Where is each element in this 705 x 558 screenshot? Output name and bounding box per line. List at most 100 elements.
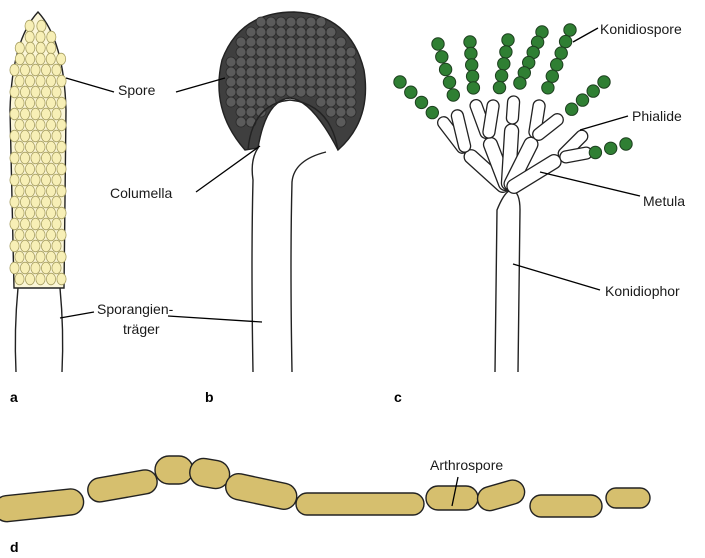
spore-b	[246, 57, 256, 67]
spore-a	[10, 196, 19, 208]
konidiospore	[405, 86, 417, 98]
spore-b	[346, 57, 356, 67]
konidiospore	[514, 77, 526, 89]
konidiospore	[447, 89, 459, 101]
spore-b	[236, 37, 246, 47]
spore-a	[15, 53, 24, 65]
spore-a	[36, 185, 45, 197]
spore-b	[306, 87, 316, 97]
spore-a	[10, 218, 19, 230]
spore-b	[266, 47, 276, 57]
konidiospore	[555, 47, 567, 59]
konidiospore	[589, 146, 601, 158]
spore-b	[326, 107, 336, 117]
konidiospore	[576, 94, 588, 106]
konidiospore	[587, 85, 599, 97]
spore-b	[306, 47, 316, 57]
spore-b	[256, 57, 266, 67]
spore-b	[306, 17, 316, 27]
spore-a	[20, 86, 29, 98]
spore-b	[266, 57, 276, 67]
spore-b	[316, 47, 326, 57]
spore-b	[336, 87, 346, 97]
spore-b	[286, 17, 296, 27]
spore-a	[46, 53, 55, 65]
spore-b	[346, 67, 356, 77]
spore-b	[256, 47, 266, 57]
spore-b	[256, 27, 266, 37]
spore-a	[36, 207, 45, 219]
spore-b	[316, 27, 326, 37]
spore-a	[10, 262, 19, 274]
konidiospore	[465, 47, 477, 59]
spore-a	[20, 262, 29, 274]
spore-a	[31, 240, 40, 252]
spore-a	[10, 152, 19, 164]
panel-letter-d: d	[10, 539, 19, 555]
konidiospore	[432, 38, 444, 50]
panel-d-arthrospores	[0, 456, 650, 523]
spore-a	[36, 75, 45, 87]
spore-b	[256, 77, 266, 87]
spore-b	[296, 37, 306, 47]
spore-b	[306, 77, 316, 87]
spore-a	[31, 218, 40, 230]
spore-b	[256, 37, 266, 47]
spore-a	[20, 174, 29, 186]
spore-b	[266, 17, 276, 27]
spore-a	[25, 251, 34, 263]
spore-b	[336, 77, 346, 87]
spore-a	[36, 42, 45, 54]
spore-b	[346, 77, 356, 87]
spore-b	[236, 97, 246, 107]
spore-a	[15, 119, 24, 131]
spore-a	[10, 130, 19, 142]
leader-spore-a	[66, 78, 114, 92]
spore-b	[296, 57, 306, 67]
panel-b-columella	[219, 12, 366, 372]
arthrospore	[86, 468, 159, 504]
spore-b	[276, 17, 286, 27]
spore-a	[25, 119, 34, 131]
spore-b	[336, 67, 346, 77]
spore-a	[41, 262, 50, 274]
spore-b	[246, 47, 256, 57]
spore-b	[316, 87, 326, 97]
spore-b	[326, 77, 336, 87]
spore-b	[286, 57, 296, 67]
spore-b	[296, 87, 306, 97]
konidiospore	[502, 34, 514, 46]
konidiospore	[493, 81, 505, 93]
spore-a	[47, 31, 56, 43]
spore-a	[15, 273, 24, 285]
spore-b	[266, 27, 276, 37]
spore-a	[41, 130, 50, 142]
arthrospore	[296, 493, 424, 515]
konidiospore	[498, 58, 510, 70]
spore-b	[276, 47, 286, 57]
konidiospore	[426, 106, 438, 118]
spore-a	[46, 141, 55, 153]
spore-a	[36, 251, 45, 263]
label-arthrospore: Arthrospore	[430, 457, 503, 473]
spore-a	[57, 207, 66, 219]
spore-b	[316, 57, 326, 67]
spore-b	[336, 117, 346, 127]
spore-a	[10, 174, 19, 186]
phialide	[506, 96, 520, 125]
spore-a	[25, 31, 34, 43]
spore-b	[296, 47, 306, 57]
spore-b	[316, 97, 326, 107]
spore-a	[31, 86, 40, 98]
konidiophore-stalk	[495, 190, 520, 372]
konidiospore	[439, 63, 451, 75]
label-sporangientraeger-1: Sporangien-	[97, 301, 174, 317]
spore-a	[52, 196, 61, 208]
konidiospore	[436, 51, 448, 63]
konidiospore	[620, 138, 632, 150]
arthrospore	[0, 488, 85, 523]
spore-a	[46, 97, 55, 109]
spore-b	[276, 57, 286, 67]
spore-b	[326, 57, 336, 67]
